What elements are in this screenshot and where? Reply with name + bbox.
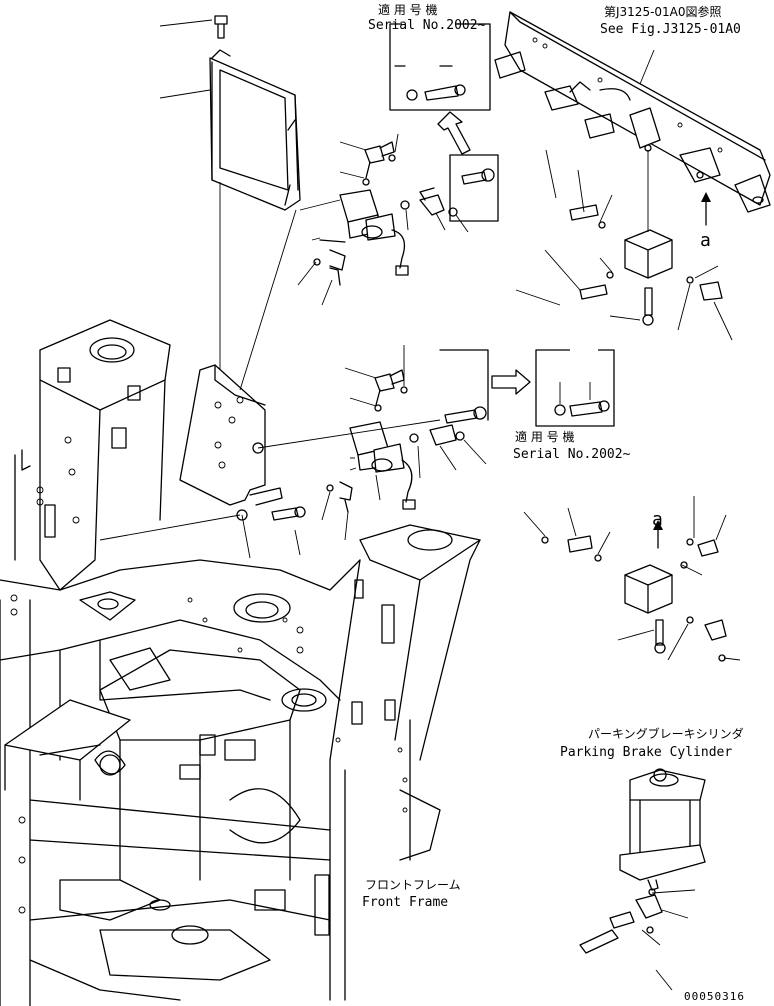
rear-frame-assembly	[494, 11, 771, 213]
callout-a-top-label: a	[700, 230, 711, 251]
valve-cover	[209, 49, 301, 211]
cover-bolt	[159, 15, 228, 39]
serial-top-en: Serial No.2002~	[368, 18, 486, 33]
upper-bolt	[461, 168, 495, 185]
serial-mid-jp: 適 用 号 機	[515, 429, 574, 444]
junction-block-top	[569, 204, 723, 326]
callout-a-mid-label: a	[652, 509, 663, 530]
mounting-bracket	[179, 364, 283, 521]
drawing-id: 00050316	[684, 990, 745, 1003]
parking-brake-jp: パーキングブレーキシリンダ	[588, 726, 744, 741]
middle-solenoid-valve	[326, 369, 465, 513]
parking-brake-en: Parking Brake Cylinder	[560, 745, 732, 760]
callout-arrow-a-top	[701, 192, 711, 226]
right-arrow-outline	[491, 369, 531, 395]
serial-mid-en: Serial No.2002~	[513, 447, 631, 462]
washer-bolt-mid	[271, 506, 306, 521]
middle-bolt-bracket	[439, 349, 489, 421]
upper-solenoid-valve	[313, 141, 458, 286]
fig-ref-en: See Fig.J3125-01A0	[600, 22, 741, 37]
front-frame-jp: フロントフレーム	[365, 878, 461, 892]
parking-brake-cylinder	[579, 768, 706, 954]
callout-arrow-a-mid	[653, 520, 663, 549]
upper-bolt-box	[449, 154, 499, 222]
up-arrow-outline	[437, 111, 471, 155]
front-frame	[0, 319, 481, 1006]
middle-bolt	[444, 406, 487, 424]
serial-inset-mid	[535, 344, 615, 427]
fig-ref-jp: 第J3125-01A0図参照	[604, 4, 722, 19]
fig-ref-leader	[639, 49, 655, 85]
serial-inset-top	[389, 18, 491, 111]
serial-top-jp: 適 用 号 機	[378, 2, 437, 17]
front-frame-en: Front Frame	[362, 895, 448, 910]
junction-block-mid	[541, 535, 727, 662]
